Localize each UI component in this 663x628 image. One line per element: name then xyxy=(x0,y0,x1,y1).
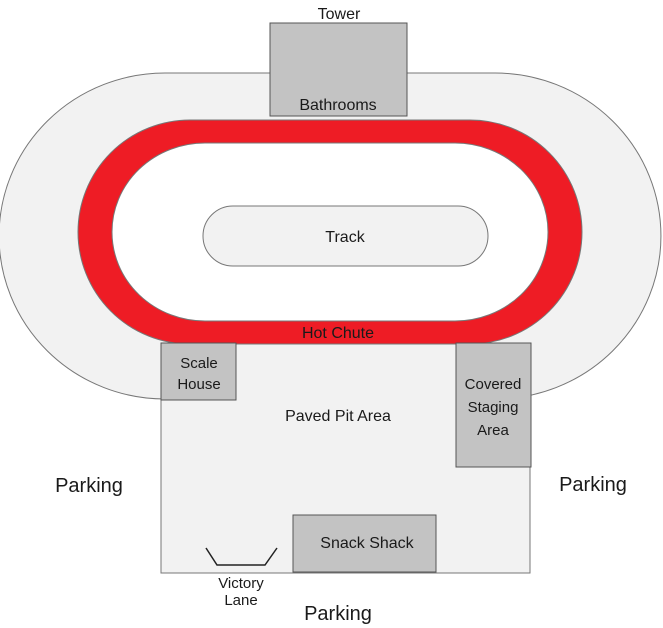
scale-house xyxy=(160,342,237,401)
tower-building xyxy=(269,22,408,117)
track-label: Track xyxy=(325,229,365,246)
snack-shack xyxy=(292,514,437,573)
hot-chute-label: Hot Chute xyxy=(302,325,374,342)
parking-left-label: Parking xyxy=(55,475,123,497)
covered-staging-area xyxy=(455,342,532,468)
covered-staging-label-line3: Area xyxy=(477,422,509,439)
covered-staging-label-line1: Covered xyxy=(465,376,522,393)
victory-lane-icon xyxy=(205,547,278,566)
covered-staging-label-line2: Staging xyxy=(468,399,519,416)
parking-right-label: Parking xyxy=(559,474,627,496)
parking-bottom-label: Parking xyxy=(304,603,372,625)
snack-shack-label: Snack Shack xyxy=(320,535,414,552)
paved-pit-area-label: Paved Pit Area xyxy=(285,408,391,425)
victory-lane-label-line1: Victory xyxy=(218,575,264,592)
tower-label: Tower xyxy=(318,6,361,23)
scale-house-label-line2: House xyxy=(177,376,220,393)
scale-house-label-line1: Scale xyxy=(180,355,218,372)
track-oval xyxy=(202,205,489,267)
bathrooms-label: Bathrooms xyxy=(299,97,376,114)
victory-lane-label-line2: Lane xyxy=(224,592,257,609)
